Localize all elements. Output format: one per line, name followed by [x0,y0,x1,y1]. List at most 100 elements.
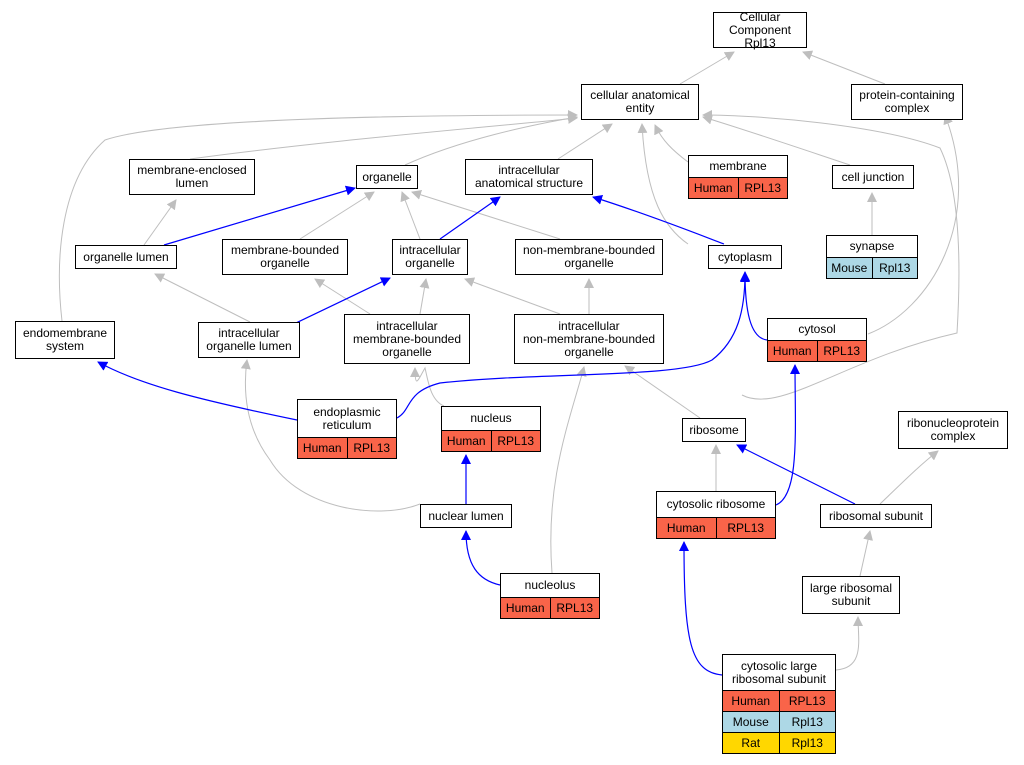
gene-symbol: Rpl13 [778,712,836,732]
node-cc[interactable]: Cellular Component Rpl13 [713,10,807,49]
species-row: Mouse Rpl13 [723,711,835,732]
node-label: intracellular anatomical structure [474,163,584,190]
node-label: cellular anatomical entity [590,88,690,115]
relation-edge-gray-27 [859,530,873,577]
relation-edge-blue-34 [396,272,750,419]
relation-edge-blue-40 [679,541,723,676]
gene-symbol: RPL13 [737,178,788,198]
relation-edge-gray-9 [58,110,578,322]
node-pcc[interactable]: protein-containing complex [851,84,963,120]
node-cj[interactable]: cell junction [832,165,914,189]
gene-symbol: Rpl13 [871,258,918,278]
node-cae[interactable]: cellular anatomical entity [581,84,699,120]
node-label: membrane-enclosed lumen [137,163,247,190]
node-label: ribosomal subunit [828,508,924,523]
node-label: intracellular membrane-bounded organelle [352,318,462,359]
node-label: endoplasmic reticulum [313,404,381,432]
node-mel[interactable]: membrane-enclosed lumen [129,159,255,195]
node-ol[interactable]: organelle lumen [75,245,177,269]
node-nl[interactable]: nuclear lumen [420,504,512,528]
node-label: large ribosomal subunit [809,581,893,608]
relation-edge-gray-11 [299,191,375,240]
node-label: cytosolic ribosome [666,497,766,511]
species-name: Human [731,693,771,708]
relation-edge-gray-12 [400,191,421,240]
node-lrs[interactable]: large ribosomal subunit [802,576,900,614]
relation-edge-gray-23 [624,365,701,419]
node-label: cytosol [798,322,836,336]
relation-edge-gray-25 [550,366,587,574]
relation-edge-blue-29 [163,185,356,246]
node-label: cytosolic large ribosomal subunit [731,658,827,686]
node-rs[interactable]: ribosomal subunit [820,504,932,528]
gene-symbol: RPL13 [816,341,867,361]
node-label: non-membrane-bounded organelle [522,243,656,270]
relation-edge-gray-1 [802,50,886,85]
node-org[interactable]: organelle [356,165,418,189]
gene-symbol: Rpl13 [778,733,836,753]
species-name: Human [446,433,486,448]
species-name: Rat [741,735,761,750]
node-io[interactable]: intracellular organelle [392,239,468,275]
gene-symbol: RPL13 [778,691,836,711]
gene-symbol: RPL13 [490,431,541,451]
species-row: Human RPL13 [442,430,540,451]
node-iol[interactable]: intracellular organelle lumen [198,322,300,358]
relation-edge-blue-35 [740,271,768,341]
node-label: ribosome [689,422,739,437]
node-es[interactable]: endomembrane system [15,321,115,359]
node-label: ribonucleoprotein complex [906,416,1000,443]
relation-edge-blue-37 [461,530,501,586]
node-ribo[interactable]: ribosome [682,418,746,442]
relation-edge-gray-16 [314,278,371,315]
relation-edge-gray-17 [419,278,430,315]
node-imbo[interactable]: intracellular membrane-bounded organelle [344,314,470,364]
node-label: synapse [849,239,895,253]
node-label: membrane-bounded organelle [230,243,340,270]
species-name: Human [666,520,706,535]
species-row: Human RPL13 [723,690,835,711]
node-label: protein-containing complex [859,88,955,115]
relation-edge-gray-22 [410,366,445,407]
species-name: Mouse [732,714,769,729]
relation-edge-gray-2 [189,113,578,160]
node-label: cytoplasm [717,249,773,264]
relation-edge-blue-31 [592,194,725,245]
species-name: Human [505,600,545,615]
node-inmbo[interactable]: intracellular non-membrane-bounded organ… [514,314,664,364]
relation-edge-blue-38 [775,364,801,506]
species-name: Human [693,180,733,195]
node-label: nucleus [470,411,512,425]
species-row: Rat Rpl13 [723,732,835,753]
node-label: intracellular organelle [399,243,461,270]
node-label: nuclear lumen [428,508,504,523]
node-label: endomembrane system [22,326,108,353]
node-label: intracellular non-membrane-bounded organ… [522,318,656,359]
species-row: Human RPL13 [501,597,599,618]
gene-symbol: RPL13 [346,438,397,458]
species-row: Human RPL13 [768,340,866,361]
node-rnp[interactable]: ribonucleoprotein complex [898,411,1008,449]
relation-edge-gray-3 [404,113,578,166]
relation-edge-gray-15 [154,273,251,323]
relation-edge-gray-28 [835,616,864,671]
relation-edge-gray-6 [702,114,851,166]
node-mbo[interactable]: membrane-bounded organelle [222,239,348,275]
node-nmbo[interactable]: non-membrane-bounded organelle [515,239,663,275]
node-cyto[interactable]: cytoplasm [708,245,782,269]
gene-symbol: RPL13 [549,598,600,618]
species-name: Human [772,343,812,358]
relation-edge-blue-39 [736,444,856,505]
node-ias[interactable]: intracellular anatomical structure [465,159,593,195]
relation-edge-gray-7 [702,110,960,400]
